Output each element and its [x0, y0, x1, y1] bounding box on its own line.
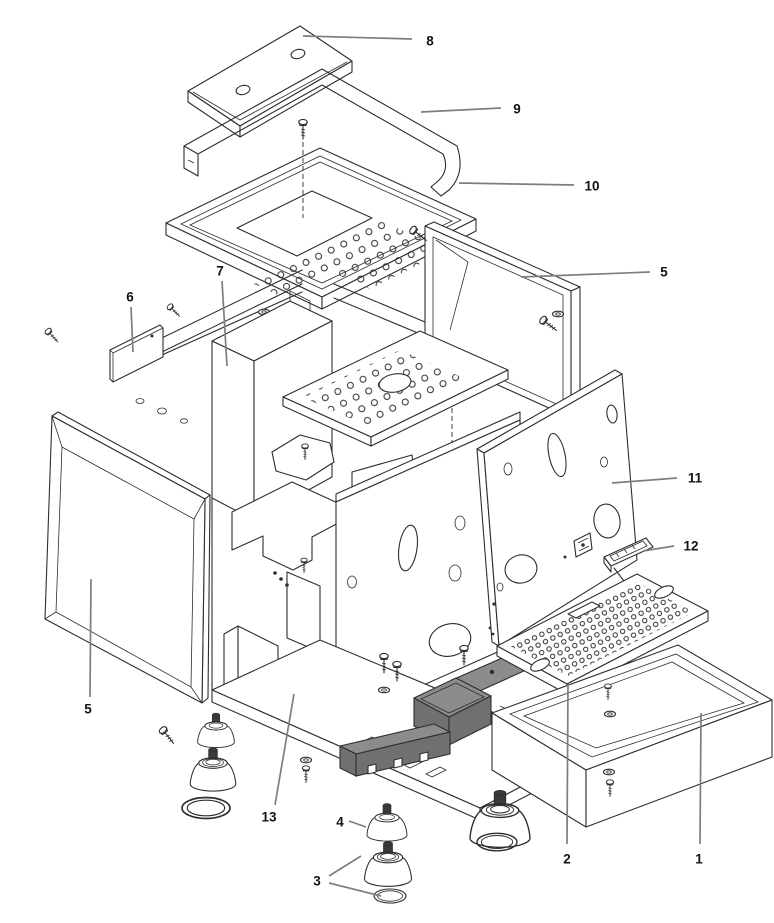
washer-icon [602, 768, 616, 776]
callout-1: 1 [695, 852, 703, 867]
dark-notched-bar [339, 723, 451, 777]
callout-7-leader [221, 280, 228, 367]
callout-5-right: 5 [660, 265, 668, 280]
callout-6: 6 [126, 290, 134, 305]
foot-left-lower [189, 747, 237, 792]
callout-7: 7 [216, 264, 224, 279]
callout-11-leader [611, 477, 678, 484]
callout-12: 12 [683, 539, 698, 554]
part-5-left-side-panel [44, 411, 211, 704]
callout-3: 3 [313, 874, 321, 889]
callout-6-leader [130, 306, 134, 353]
callout-9-leader [420, 107, 502, 113]
callout-5-left-leader [89, 578, 92, 698]
callout-11: 11 [688, 471, 703, 486]
screw-icon [157, 724, 178, 747]
callout-3-leader [328, 855, 362, 877]
oring-left [181, 796, 231, 820]
callout-5-left: 5 [84, 702, 92, 717]
part-12-handle-bracket [603, 537, 654, 586]
chassis-shelf [282, 330, 509, 447]
part-1-drip-tray [491, 644, 773, 828]
callouts: 8 9 10 5 6 7 11 12 5 13 4 3 2 1 [84, 34, 703, 897]
callout-3-leader [328, 882, 382, 897]
callout-2-leader [566, 683, 569, 845]
foot-3-lower [363, 841, 413, 887]
part-8-top-cover [187, 25, 353, 138]
foot-4-upper [366, 803, 408, 842]
washer-icon [551, 310, 565, 318]
screw-icon [301, 765, 311, 783]
callout-4: 4 [336, 815, 344, 830]
callout-10-leader [458, 182, 575, 186]
callout-4-leader [348, 820, 367, 828]
washer-icon [377, 686, 391, 694]
screw-icon [298, 118, 308, 140]
part-9-top-rail [183, 68, 461, 197]
part-5-right-side-panel [407, 221, 581, 419]
callout-8-leader [302, 35, 413, 40]
callout-12-leader [642, 545, 675, 552]
washer-icon [299, 756, 313, 764]
part-6-mounting-plate [43, 324, 188, 424]
callout-8: 8 [426, 34, 434, 49]
callout-10: 10 [584, 179, 599, 194]
callout-5-right-leader [520, 271, 651, 278]
screw-icon [165, 302, 183, 320]
washer-icon [603, 710, 617, 718]
callout-13-leader [274, 693, 295, 806]
callout-2: 2 [563, 852, 571, 867]
callout-9: 9 [513, 102, 521, 117]
callout-13: 13 [261, 810, 277, 825]
part-11-back-panel [476, 369, 638, 647]
callout-1-leader [699, 712, 702, 845]
foot-left-upper [197, 712, 235, 749]
screw-icon [43, 326, 61, 345]
